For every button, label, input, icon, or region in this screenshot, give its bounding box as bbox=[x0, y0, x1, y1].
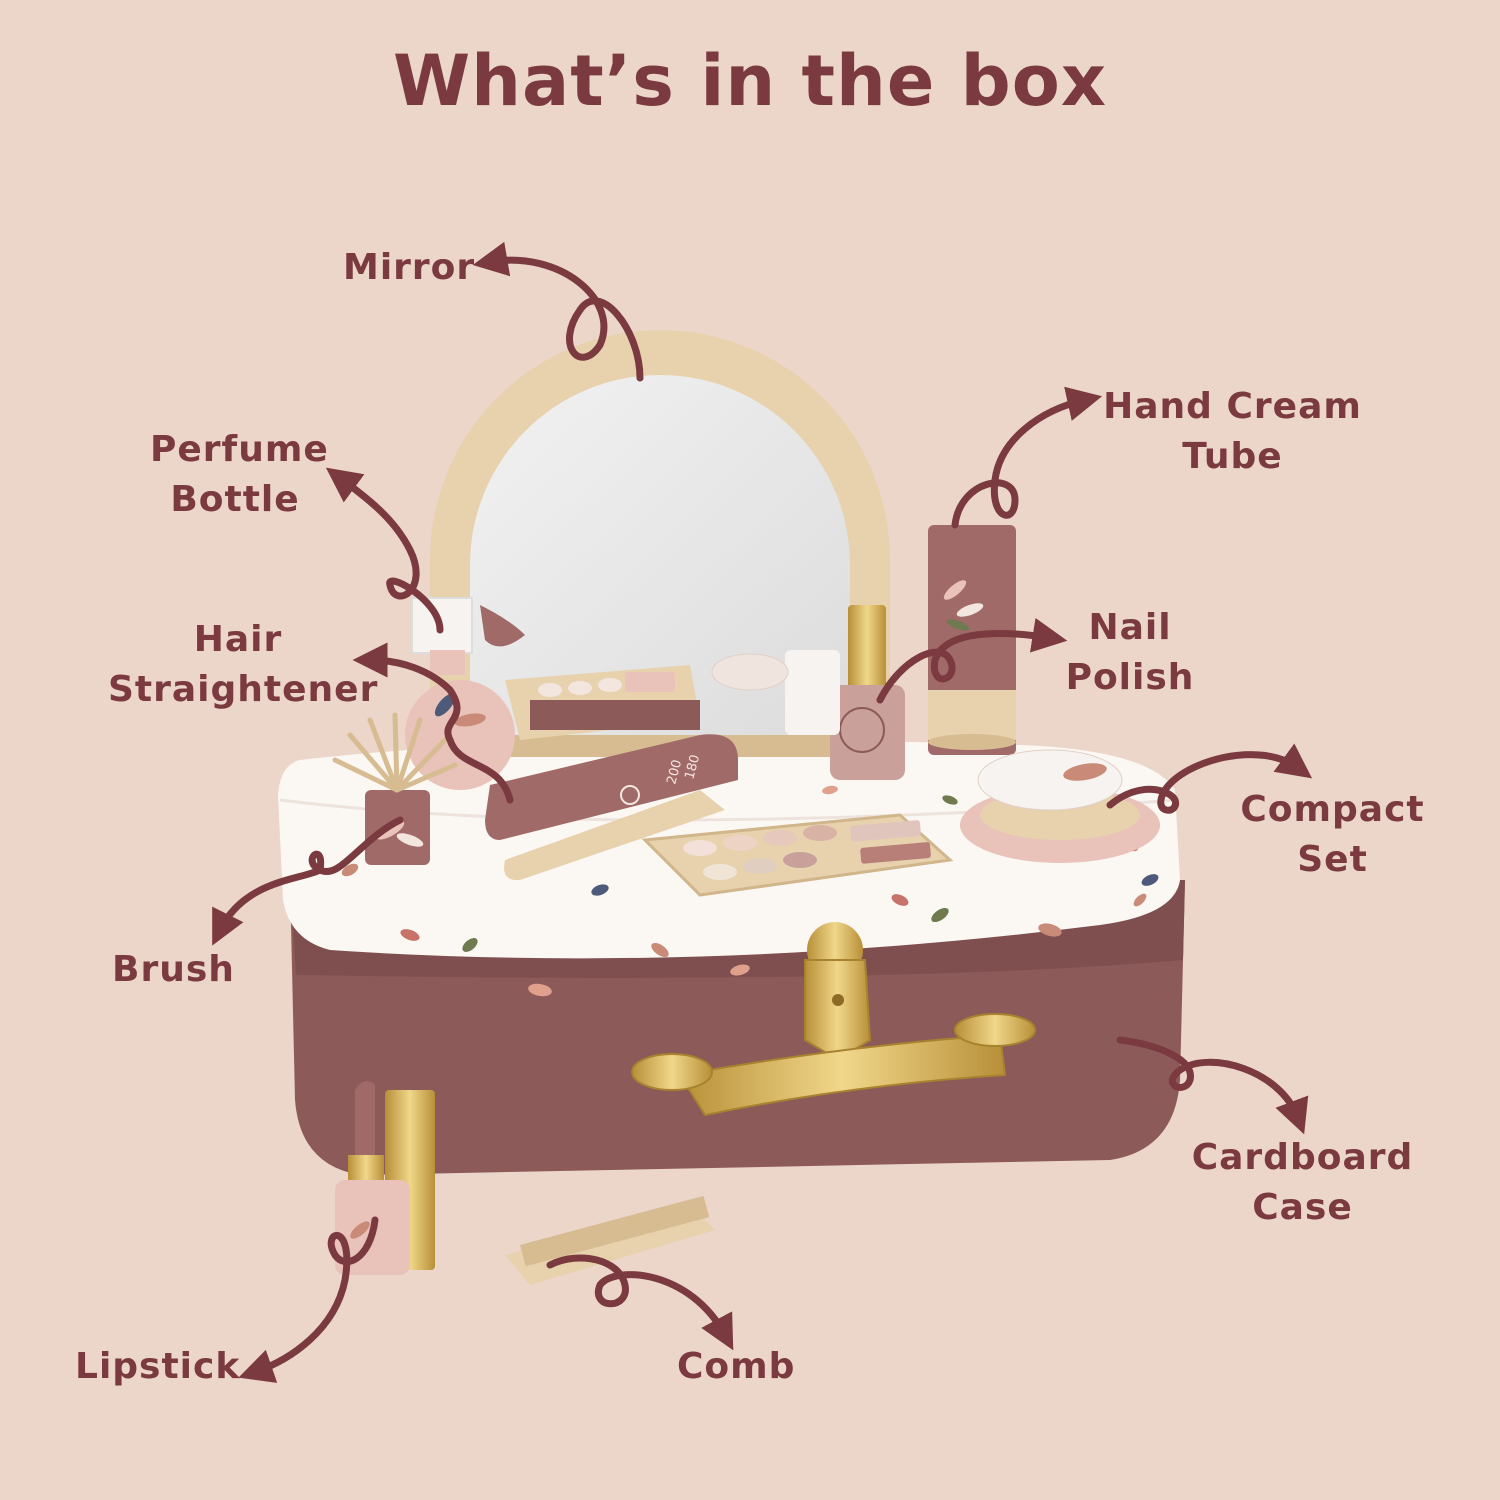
hand-cream-tube bbox=[928, 525, 1016, 755]
brush bbox=[332, 712, 458, 865]
lipstick bbox=[335, 1081, 435, 1275]
hair-straightener: 200 180 bbox=[485, 734, 738, 881]
perfume-bottle bbox=[405, 597, 525, 790]
label-hair-line2: Straightener bbox=[108, 669, 379, 710]
label-lipstick-line1: Lipstick bbox=[75, 1346, 241, 1387]
label-mirror: Mirror bbox=[343, 243, 475, 293]
eyeshadow-palette-back bbox=[505, 665, 700, 740]
label-hand-cream-line1: Hand Cream bbox=[1103, 386, 1362, 427]
label-compact-line2: Set bbox=[1297, 839, 1368, 880]
straightener-setting-180: 180 bbox=[682, 753, 703, 781]
arrow-compact bbox=[1106, 743, 1313, 814]
page-title: What’s in the box bbox=[392, 40, 1108, 122]
label-perfume-line2: Bottle bbox=[170, 479, 300, 520]
label-hand-cream-tube: Hand Cream Tube bbox=[1100, 382, 1365, 482]
eyeshadow-palette bbox=[641, 813, 954, 897]
comb bbox=[505, 1195, 715, 1285]
mirror bbox=[420, 330, 900, 757]
arrow-nail-polish bbox=[876, 617, 1068, 704]
arrow-case bbox=[1116, 1036, 1309, 1135]
label-comb: Comb bbox=[677, 1342, 795, 1392]
arrow-hand-cream bbox=[951, 386, 1103, 529]
arrow-lipstick bbox=[238, 1216, 379, 1383]
callout-arrows bbox=[212, 241, 1313, 1383]
case-handle bbox=[631, 1013, 1036, 1117]
label-case-line2: Case bbox=[1252, 1187, 1353, 1228]
round-compact-small bbox=[711, 653, 789, 691]
arrow-perfume bbox=[325, 467, 444, 634]
label-compact-set: Compact Set bbox=[1240, 785, 1425, 885]
label-nail-polish: Nail Polish bbox=[1065, 603, 1195, 703]
label-perfume-bottle: Perfume Bottle bbox=[150, 425, 329, 525]
arrow-brush bbox=[212, 816, 404, 946]
label-comb-line1: Comb bbox=[677, 1346, 796, 1387]
case-clasp bbox=[804, 922, 872, 1062]
arrow-hair bbox=[352, 642, 514, 804]
label-lipstick: Lipstick bbox=[75, 1342, 240, 1392]
label-hair-straightener: Hair Straightener bbox=[108, 615, 379, 715]
straightener-setting-200: 200 bbox=[664, 758, 685, 786]
compact-set bbox=[960, 749, 1160, 863]
label-compact-line1: Compact bbox=[1240, 789, 1425, 830]
cream-jar bbox=[785, 650, 840, 735]
label-nail-line1: Nail bbox=[1088, 607, 1172, 648]
label-mirror-line1: Mirror bbox=[343, 247, 476, 288]
label-brush: Brush bbox=[112, 945, 235, 995]
label-perfume-line1: Perfume bbox=[150, 429, 329, 470]
label-brush-line1: Brush bbox=[112, 949, 235, 990]
label-case-line1: Cardboard bbox=[1191, 1137, 1414, 1178]
nail-polish bbox=[830, 605, 905, 780]
label-nail-line2: Polish bbox=[1065, 657, 1195, 698]
arrow-mirror bbox=[472, 241, 644, 382]
label-hand-cream-line2: Tube bbox=[1182, 436, 1283, 477]
label-hair-line1: Hair bbox=[193, 619, 283, 660]
arrow-comb bbox=[546, 1254, 734, 1351]
label-cardboard-case: Cardboard Case bbox=[1190, 1133, 1415, 1233]
